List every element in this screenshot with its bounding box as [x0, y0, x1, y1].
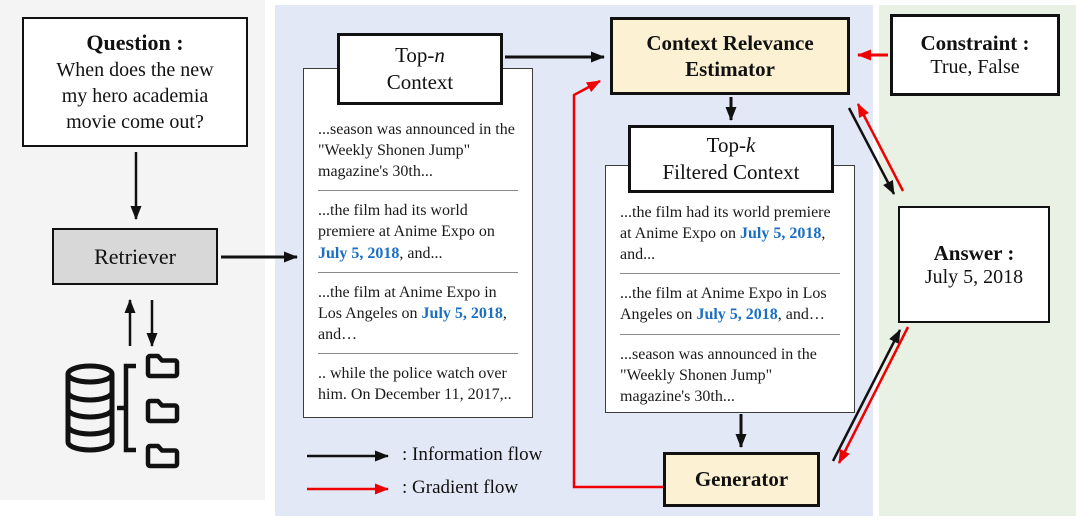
- context-snippet: .. while the police watch over him. On D…: [318, 364, 512, 404]
- snippet-divider: [620, 273, 840, 275]
- question-line: movie come out?: [66, 110, 204, 133]
- context-snippet: ...the film at Anime Expo in Los Angeles…: [620, 285, 827, 324]
- topk-filtered-context-list: ...the film had its world premiere at An…: [605, 165, 855, 413]
- topn-context-list: ...season was announced in the "Weekly S…: [303, 68, 533, 418]
- topn-title-line2: Context: [386, 70, 454, 94]
- bracket-connector: [117, 363, 136, 453]
- context-snippet: ...the film had its world premiere at An…: [318, 202, 495, 262]
- gradient-arrow-answer-to-estimator: [856, 103, 905, 192]
- context-snippet: ...the film had its world premiere at An…: [620, 204, 831, 264]
- constraint-value: True, False: [930, 56, 1020, 78]
- database-icon: [65, 352, 190, 472]
- estimator-label-line2: Estimator: [685, 57, 775, 81]
- topk-title: Top-k: [706, 132, 756, 157]
- snippet-divider: [620, 333, 840, 335]
- context-relevance-estimator-box: Context Relevance Estimator: [610, 17, 850, 95]
- context-snippet: ...the film at Anime Expo in Los Angeles…: [318, 283, 507, 343]
- database-cylinder-icon: [65, 363, 115, 453]
- context-snippet: ...season was announced in the "Weekly S…: [318, 121, 515, 181]
- answer-title: Answer :: [933, 240, 1015, 265]
- retriever-box: Retriever: [52, 228, 218, 285]
- question-line: my hero academia: [61, 84, 209, 107]
- retriever-label: Retriever: [94, 243, 176, 269]
- topk-title-line2: Filtered Context: [662, 160, 800, 184]
- legend-gradient-flow-label: : Gradient flow: [402, 477, 519, 498]
- generator-label: Generator: [694, 467, 789, 491]
- arrow-generator-to-answer: [831, 329, 902, 462]
- topn-title: Top-n: [395, 42, 445, 67]
- constraint-title: Constraint :: [920, 31, 1030, 55]
- gradient-arrow-answer-to-generator: [837, 326, 910, 464]
- question-title: Question :: [86, 30, 184, 56]
- topn-context-header: Top-n Context: [337, 33, 503, 105]
- folder-tree-icon: [148, 356, 177, 466]
- gradient-arrow-generator-to-estimator: [572, 79, 664, 489]
- context-snippet: ...season was announced in the "Weekly S…: [620, 345, 817, 405]
- legend-information-flow-label: : Information flow: [402, 444, 543, 465]
- topk-filtered-context-header: Top-k Filtered Context: [628, 125, 834, 193]
- estimator-label-line1: Context Relevance: [646, 30, 814, 55]
- answer-box: Answer : July 5, 2018: [898, 206, 1050, 323]
- answer-value: July 5, 2018: [924, 265, 1024, 288]
- snippet-divider: [318, 271, 518, 273]
- generator-box: Generator: [663, 452, 820, 507]
- constraint-box: Constraint : True, False: [890, 14, 1060, 96]
- snippet-divider: [318, 190, 518, 192]
- question-line: When does the new: [56, 58, 214, 81]
- arrow-estimator-to-answer: [847, 107, 896, 195]
- snippet-divider: [318, 352, 518, 354]
- question-box: Question : When does the new my hero aca…: [22, 17, 248, 147]
